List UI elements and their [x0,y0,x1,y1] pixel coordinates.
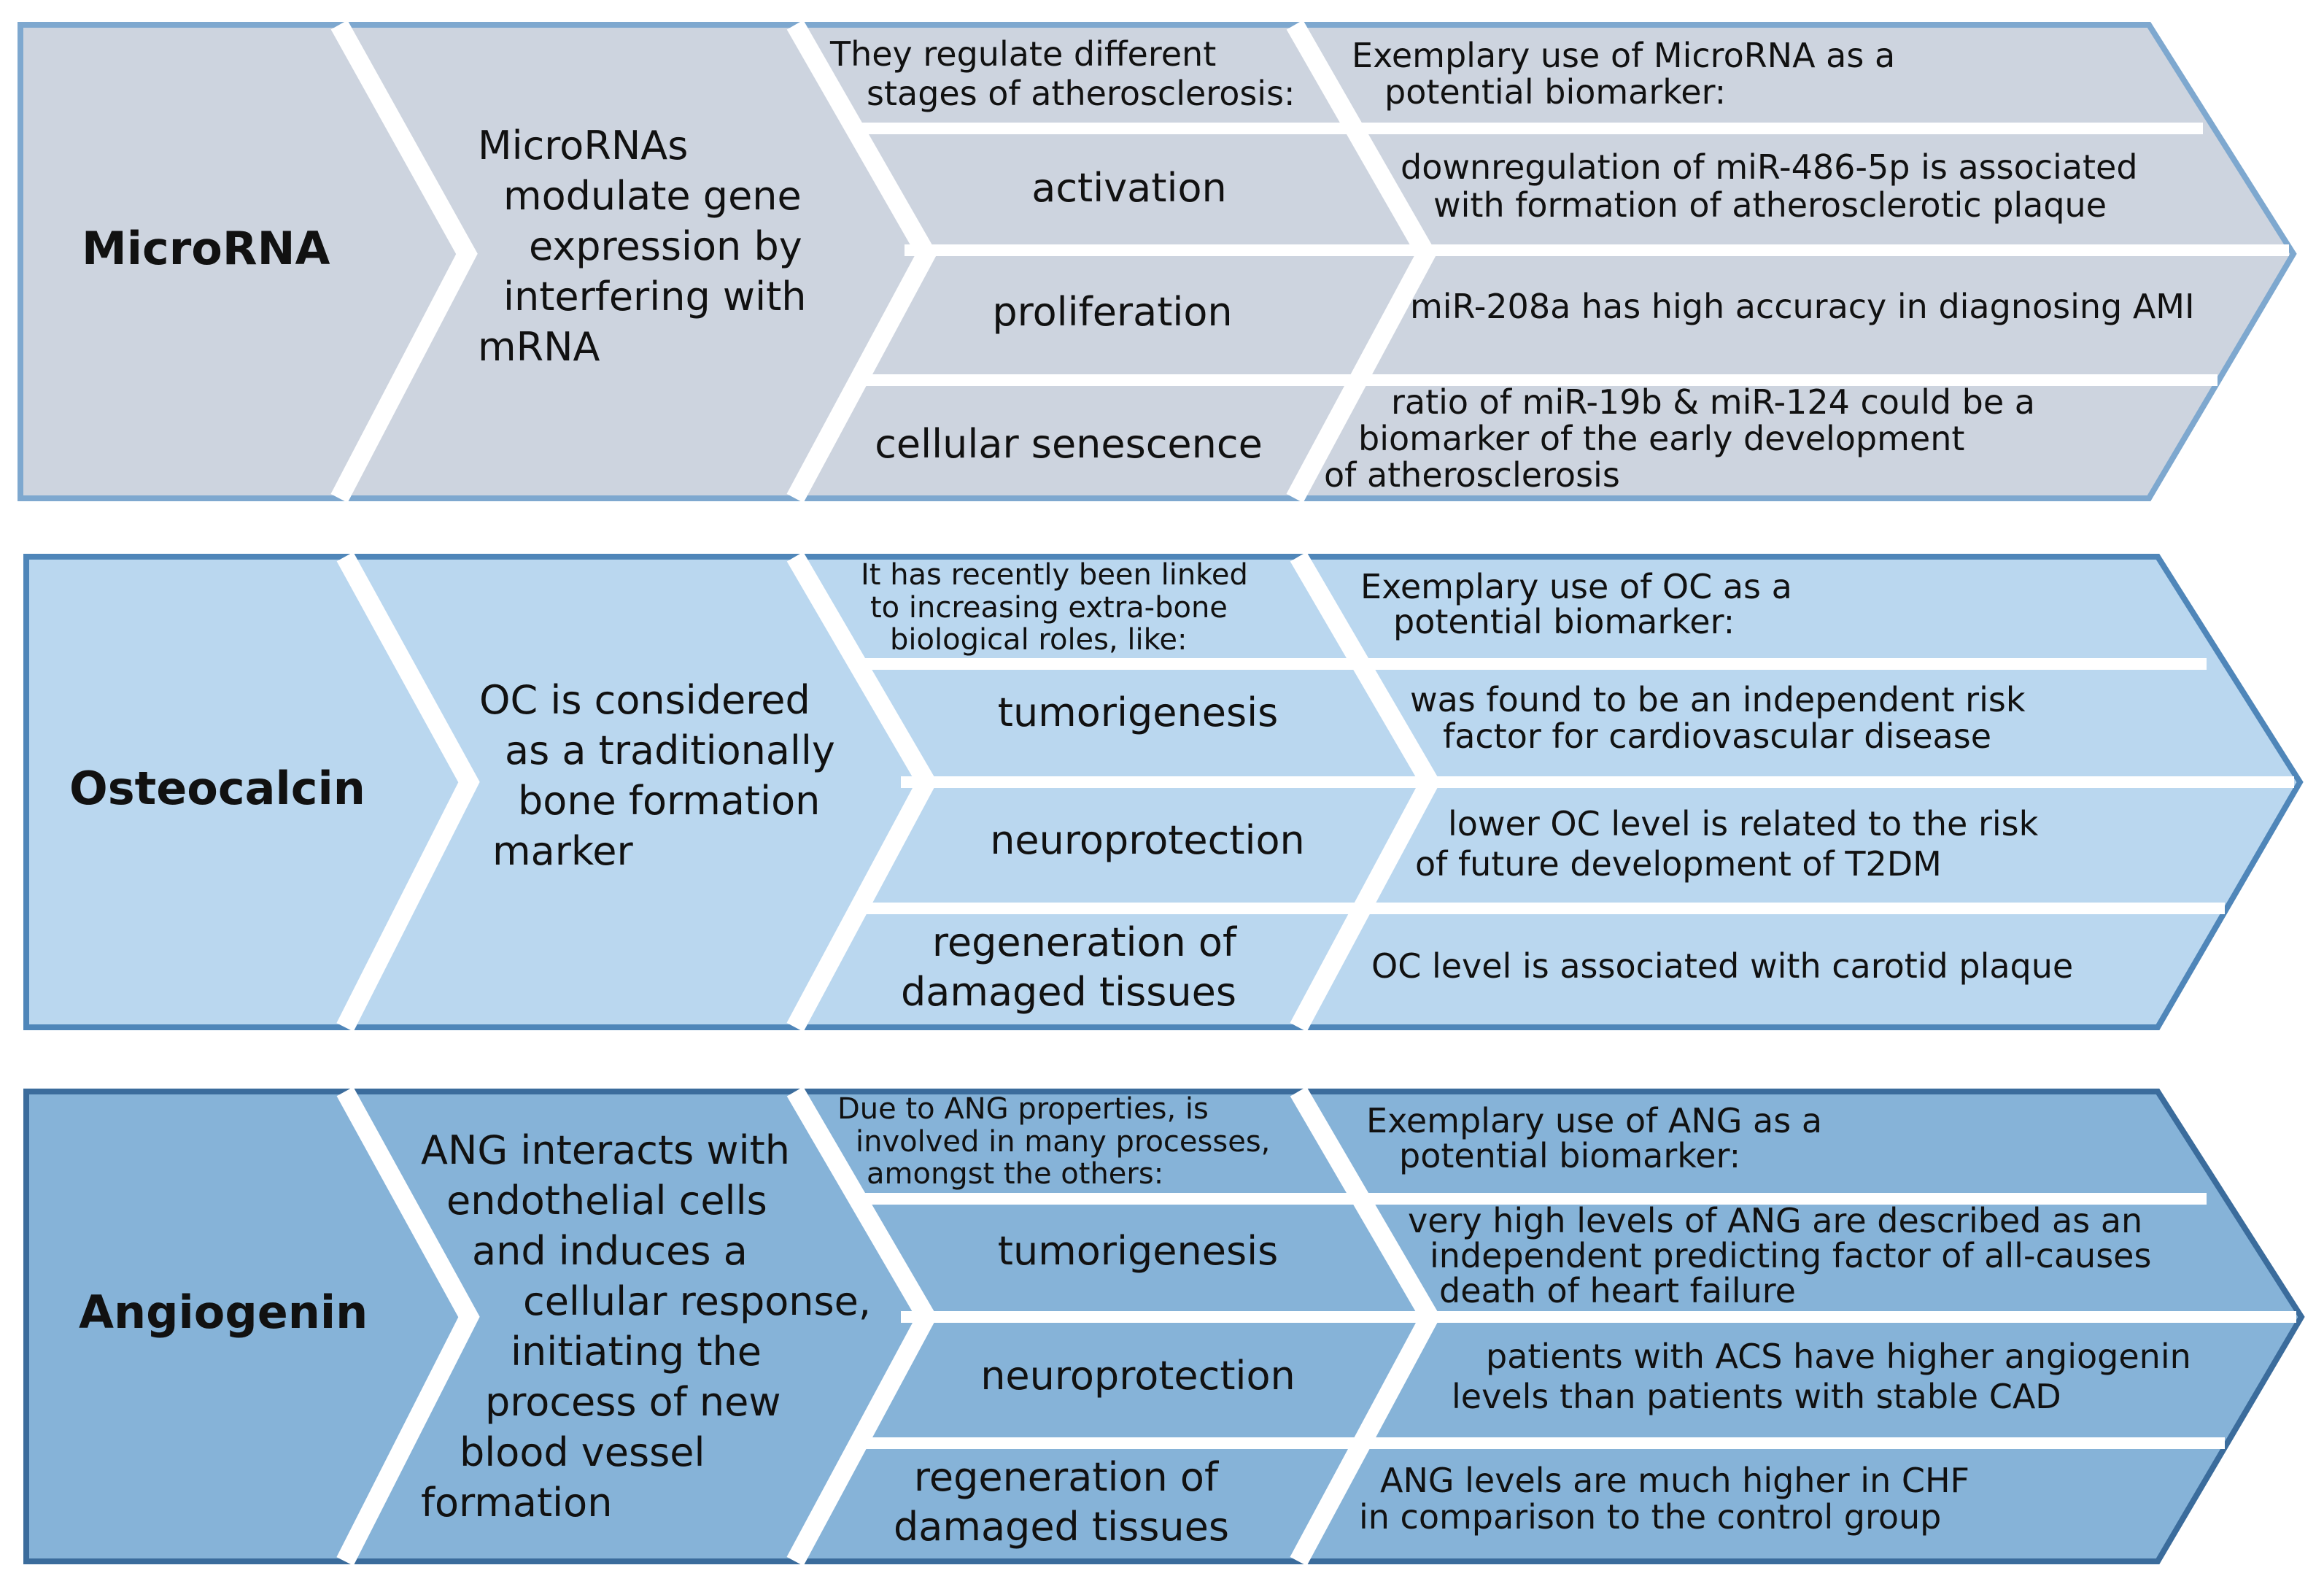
biomarker-item: OC level is associated with carotid plaq… [1371,946,2073,986]
biomarker-item-line: independent predicting factor of all-cau… [1430,1236,2151,1275]
stage-item-line: neuroprotection [980,1353,1295,1399]
biomarker-item: downregulation of miR-486-5p is associat… [1401,147,2148,225]
band-title: MicroRNA [82,222,330,275]
band-description-line: endothelial cells [446,1178,767,1224]
stage-item: regeneration of damaged tissues [901,919,1249,1015]
biomarker-item: very high levels of ANG are described as… [1408,1201,2162,1310]
biomarker-item-line: ratio of miR-19b & miR-124 could be a [1391,382,2035,422]
stage-item-line: regeneration of [932,919,1238,965]
biomarker-item-line: death of heart failure [1439,1271,1796,1310]
biomarker-item-line: levels than patients with stable CAD [1452,1377,2061,1416]
stages-header: They regulate different stages of athero… [829,34,1295,113]
stages-header-line: It has recently been linked [861,558,1248,592]
biomarker-item-line: downregulation of miR-486-5p is associat… [1401,147,2138,187]
band-angiogenin-separator-1 [336,1086,480,1566]
biomarker-item-line: was found to be an independent risk [1410,680,2026,719]
biomarker-header: Exemplary use of OC as a potential bioma… [1360,567,1802,641]
biomarker-header-line: potential biomarker: [1393,602,1735,641]
stages-header-line: amongst the others: [867,1157,1163,1191]
biomarker-item-line: in comparison to the control group [1359,1497,1941,1537]
band-description-line: OC is considered [479,677,810,723]
stage-item: regeneration of damaged tissues [894,1454,1231,1550]
stages-header: It has recently been linked to increasin… [861,558,1258,657]
biomarker-item-line: factor for cardiovascular disease [1443,716,1991,756]
biomarker-item: ANG levels are much higher in CHF in com… [1359,1461,1980,1537]
stage-item: proliferation [992,289,1232,335]
biomarker-item: patients with ACS have higher angiogenin… [1452,1337,2201,1416]
biomarker-header: Exemplary use of MicroRNA as a potential… [1352,36,1906,112]
biomarker-item: lower OC level is related to the risk of… [1415,804,2049,884]
band-description-line: marker [492,828,633,874]
band-description-line: blood vessel [460,1429,705,1475]
stage-item: cellular senescence [875,421,1263,467]
band-description-line: as a traditionally [505,727,835,773]
biomarker-header-line: Exemplary use of OC as a [1360,567,1792,606]
band-description-line: bone formation [518,778,820,824]
stages-header-line: stages of atherosclerosis: [867,74,1295,113]
biomarker-item-line: of atherosclerosis [1324,455,1620,495]
biomarker-header-line: Exemplary use of ANG as a [1366,1101,1822,1140]
stage-item: activation [1031,165,1226,211]
biomarker-item: miR-208a has high accuracy in diagnosing… [1410,287,2195,326]
band-description-line: interfering with [503,274,807,320]
stage-item-line: regeneration of [914,1454,1220,1500]
biomarker-item-line: with formation of atherosclerotic plaque [1433,185,2107,225]
band-microrna: MicroRNA MicroRNAs modulate gene express… [18,20,2297,503]
biomarker-item-line: of future development of T2DM [1415,844,1942,884]
biomarker-item-line: OC level is associated with carotid plaq… [1371,946,2073,986]
biomarker-item-line: ANG levels are much higher in CHF [1380,1461,1969,1500]
band-description-line: mRNA [478,324,600,370]
stage-item-line: damaged tissues [894,1504,1229,1550]
band-title: Osteocalcin [69,762,365,815]
stage-item-line: tumorigenesis [998,689,1278,735]
stage-item: tumorigenesis [998,689,1278,735]
stages-header-line: Due to ANG properties, is [837,1092,1209,1126]
band-angiogenin: Angiogenin ANG interacts with endothelia… [23,1086,2305,1566]
stage-item-line: activation [1031,165,1226,211]
stage-item-line: neuroprotection [990,817,1305,863]
band-description-line: initiating the [511,1329,762,1375]
band-description-line: cellular response, [523,1278,871,1324]
band-description-line: formation [421,1480,612,1526]
band-description-line: modulate gene [503,173,802,219]
band-description: MicroRNAs modulate gene expression by in… [478,123,819,370]
stages-header: Due to ANG properties, is involved in ma… [837,1092,1279,1191]
band-description: OC is considered as a traditionally bone… [479,677,848,874]
stage-item-line: tumorigenesis [998,1228,1278,1274]
stages-header-line: involved in many processes, [856,1125,1270,1159]
band-description-line: MicroRNAs [478,123,688,169]
biomarker-item-line: lower OC level is related to the risk [1448,804,2039,843]
band-description: ANG interacts with endothelial cells and… [421,1127,883,1526]
stages-header-line: to increasing extra-bone [870,591,1228,625]
biomarker-header-line: potential biomarker: [1384,72,1726,112]
band-description-line: and induces a [472,1228,748,1274]
stage-item: neuroprotection [980,1353,1295,1399]
band-description-line: process of new [485,1379,781,1425]
stages-header-line: biological roles, like: [890,623,1187,657]
stage-item-line: cellular senescence [875,421,1263,467]
stage-item: tumorigenesis [998,1228,1278,1274]
biomarker-item-line: miR-208a has high accuracy in diagnosing… [1410,287,2195,326]
biomarker-item-line: very high levels of ANG are described as… [1408,1201,2142,1240]
biomarker-item-line: patients with ACS have higher angiogenin [1486,1337,2191,1376]
stage-item-line: damaged tissues [901,969,1236,1015]
stage-item: neuroprotection [990,817,1305,863]
band-osteocalcin: Osteocalcin OC is considered as a tradit… [23,552,2304,1032]
stages-header-line: They regulate different [829,34,1216,74]
band-title: Angiogenin [79,1286,368,1339]
band-description-line: ANG interacts with [421,1127,790,1173]
biomarker-item: was found to be an independent risk fact… [1410,680,2036,756]
band-microrna-separator-1 [330,20,478,503]
biomarker-header-line: Exemplary use of MicroRNA as a [1352,36,1895,75]
biomarker-header-line: potential biomarker: [1399,1136,1740,1175]
stage-item-line: proliferation [992,289,1232,335]
band-description-line: expression by [529,223,802,269]
biomarker-item-line: biomarker of the early development [1358,419,1964,458]
biomarker-header: Exemplary use of ANG as a potential biom… [1366,1101,1833,1175]
band-osteocalcin-separator-1 [336,552,480,1032]
biomarker-item: ratio of miR-19b & miR-124 could be a bi… [1324,382,2046,495]
